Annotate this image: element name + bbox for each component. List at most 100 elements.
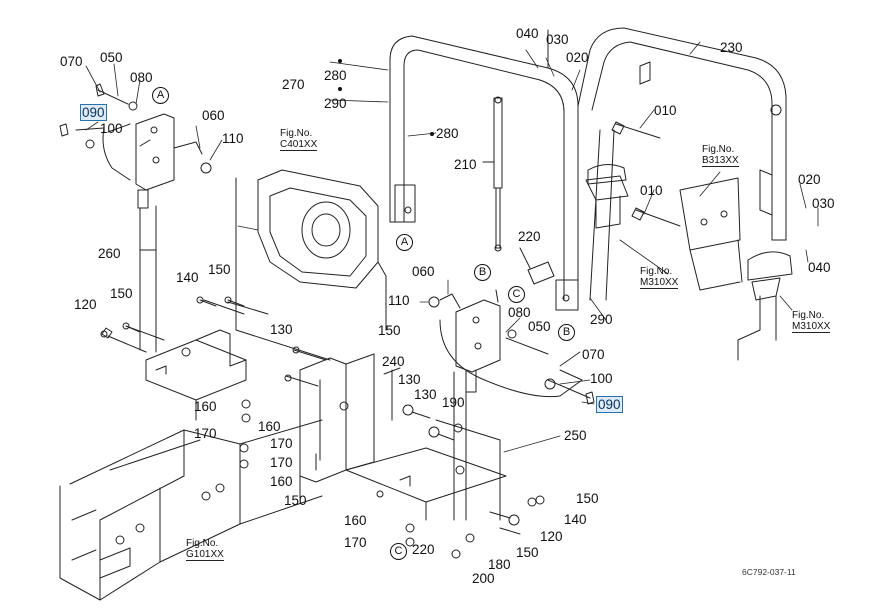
figure-ref-c401xx: Fig.No. C401XX (280, 128, 318, 151)
figure-ref-code: C401XX (280, 139, 318, 151)
figure-ref-prefix: Fig.No. (640, 266, 673, 277)
part-label-150-c: 150 (378, 323, 401, 338)
bullet-dot (338, 59, 342, 63)
part-label-070: 070 (60, 54, 83, 69)
part-label-050: 050 (100, 50, 123, 65)
part-label-160: 160 (194, 399, 217, 414)
right-rops-mount (428, 289, 595, 405)
part-label-160-d: 160 (344, 513, 367, 528)
part-label-070-b: 070 (582, 347, 605, 362)
detail-callout-a-2: A (396, 234, 413, 251)
part-label-020-b: 020 (798, 172, 821, 187)
part-label-230: 230 (720, 40, 743, 55)
lower-mount-plate (345, 371, 507, 521)
part-label-060-b: 060 (412, 264, 435, 279)
part-label-180: 180 (488, 557, 511, 572)
part-label-220: 220 (518, 229, 541, 244)
part-label-110: 110 (222, 131, 244, 146)
figure-ref-prefix: Fig.No. (702, 144, 735, 155)
part-label-140: 140 (176, 270, 199, 285)
part-label-240: 240 (382, 354, 405, 369)
rops-frame (389, 27, 787, 311)
part-label-010-b: 010 (640, 183, 663, 198)
left-rops-mount (59, 83, 212, 353)
part-label-100: 100 (100, 121, 123, 136)
part-label-040: 040 (516, 26, 539, 41)
figure-ref-code: M310XX (640, 277, 679, 289)
part-label-150-e: 150 (576, 491, 599, 506)
bullet-dot (338, 87, 342, 91)
part-label-050-b: 050 (528, 319, 551, 334)
part-label-130-b: 130 (398, 372, 421, 387)
part-label-100-b: 100 (590, 371, 613, 386)
part-label-140-b: 140 (564, 512, 587, 527)
part-label-120-b: 120 (540, 529, 563, 544)
figure-ref-prefix: Fig.No. (186, 538, 219, 549)
bolts-left-group (100, 296, 347, 471)
rear-bracket-240 (299, 353, 401, 499)
part-label-170-d: 170 (344, 535, 367, 550)
part-label-020: 020 (566, 50, 589, 65)
part-label-110-b: 110 (388, 293, 410, 308)
part-label-030-b: 030 (812, 196, 835, 211)
bolt-010-b (635, 209, 681, 227)
transmission-housing (235, 169, 387, 361)
figure-ref-prefix: Fig.No. (792, 310, 825, 321)
clevis-220 (527, 261, 555, 285)
part-label-280-b: 280 (436, 126, 459, 141)
part-label-170-b: 170 (270, 436, 293, 451)
part-label-270: 270 (282, 77, 305, 92)
part-label-080: 080 (130, 70, 153, 85)
part-label-090-b-highlighted[interactable]: 090 (596, 396, 623, 413)
part-label-130: 130 (270, 322, 293, 337)
part-label-040-b: 040 (808, 260, 831, 275)
bolt-010-a (615, 123, 661, 139)
part-label-170-c: 170 (270, 455, 293, 470)
part-label-200: 200 (472, 571, 495, 586)
leader-lines (85, 41, 819, 453)
part-label-150-f: 150 (516, 545, 539, 560)
fasteners-center (239, 399, 545, 559)
part-label-280: 280 (324, 68, 347, 83)
part-label-120: 120 (74, 297, 97, 312)
part-label-290-b: 290 (590, 312, 613, 327)
figure-ref-prefix: Fig.No. (280, 128, 313, 139)
part-label-290: 290 (324, 96, 347, 111)
part-label-150: 150 (208, 262, 231, 277)
figure-ref-code: G101XX (186, 549, 224, 561)
part-label-210: 210 (454, 157, 477, 172)
part-label-160-b: 160 (258, 419, 281, 434)
part-label-030: 030 (546, 32, 569, 47)
detail-callout-c-2: C (390, 543, 407, 560)
part-label-260: 260 (98, 246, 121, 261)
detail-callout-c: C (508, 286, 525, 303)
gas-strut-210 (482, 96, 503, 252)
part-label-060: 060 (202, 108, 225, 123)
document-code: 6C792-037-11 (742, 567, 796, 577)
part-label-150-d: 150 (284, 493, 307, 508)
chassis-frame (59, 419, 323, 601)
detail-callout-b-2: B (558, 324, 575, 341)
figure-ref-code: M310XX (792, 321, 831, 333)
part-label-090-highlighted[interactable]: 090 (80, 104, 107, 121)
part-label-220-b: 220 (412, 542, 435, 557)
rops-mount-right (585, 164, 793, 361)
figure-ref-b313xx: Fig.No. B313XX (702, 144, 739, 167)
bullet-dot (430, 132, 434, 136)
part-label-190: 190 (442, 395, 465, 410)
part-label-080-b: 080 (508, 305, 531, 320)
part-label-250: 250 (564, 428, 587, 443)
part-label-170: 170 (194, 426, 217, 441)
detail-callout-a: A (152, 87, 169, 104)
figure-ref-m310xx-2: Fig.No. M310XX (792, 310, 831, 333)
figure-ref-code: B313XX (702, 155, 739, 167)
part-label-160-c: 160 (270, 474, 293, 489)
part-label-010: 010 (654, 103, 677, 118)
figure-ref-m310xx: Fig.No. M310XX (640, 266, 679, 289)
part-label-150-b: 150 (110, 286, 133, 301)
figure-ref-g101xx: Fig.No. G101XX (186, 538, 224, 561)
part-label-130-c: 130 (414, 387, 437, 402)
detail-callout-b: B (474, 264, 491, 281)
